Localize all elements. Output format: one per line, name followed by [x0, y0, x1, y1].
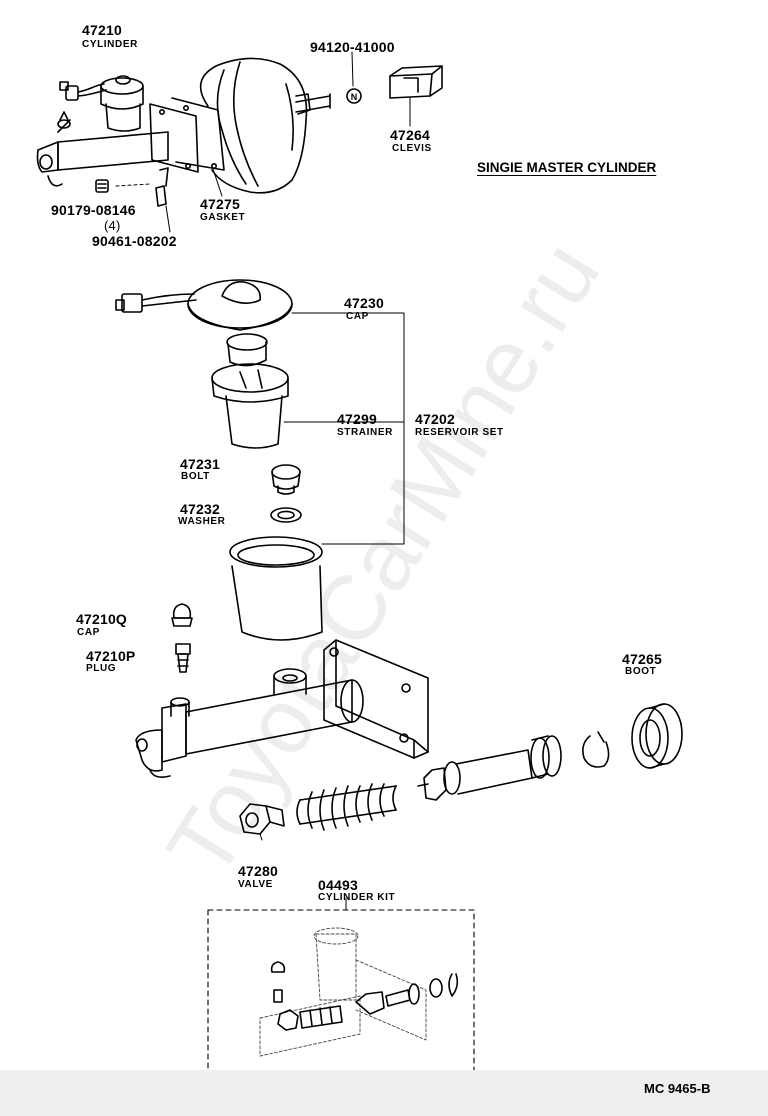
part-name-bolt: BOLT [181, 471, 210, 482]
part-number-47210: 47210 [82, 22, 122, 38]
part-number-47264: 47264 [390, 127, 430, 143]
part-name-cylinder-kit: CYLINDER KIT [318, 892, 396, 903]
part-number-94120-41000: 94120-41000 [310, 39, 395, 55]
part-number-47210Q: 47210Q [76, 611, 128, 627]
part-name-cylinder: CYLINDER [82, 39, 138, 50]
part-name-gasket: GASKET [200, 212, 246, 223]
part-number-47231: 47231 [180, 456, 220, 472]
top-assembly-drawing: N [36, 51, 443, 233]
part-name-plug: PLUG [86, 663, 117, 674]
part-name-washer: WASHER [178, 516, 226, 527]
part-name-clevis: CLEVIS [392, 143, 432, 154]
nut-symbol: N [351, 92, 358, 102]
part-name-valve: VALVE [238, 879, 273, 890]
part-name-cap: CAP [346, 311, 369, 322]
cylinder-kit-drawing [207, 897, 475, 1071]
reservoir-set-drawing [115, 279, 405, 641]
diagram-code: MC 9465-B [644, 1081, 711, 1096]
part-name-reservoir-set: RESERVOIR SET [415, 427, 504, 438]
part-name-strainer: STRAINER [337, 427, 393, 438]
part-number-04493: 04493 [318, 877, 358, 893]
footer-bar [0, 1070, 768, 1116]
main-cylinder-drawing [135, 603, 683, 841]
part-name-boot: BOOT [625, 666, 657, 677]
part-number-47265: 47265 [622, 651, 662, 667]
part-qty-90179: (4) [104, 218, 121, 233]
part-number-90179-08146: 90179-08146 [51, 202, 136, 218]
part-number-47299: 47299 [337, 411, 377, 427]
part-number-47232: 47232 [180, 501, 220, 517]
part-name-cap-2: CAP [77, 627, 100, 638]
part-number-90461-08202: 90461-08202 [92, 233, 177, 249]
part-number-47280: 47280 [238, 863, 278, 879]
part-number-47210P: 47210P [86, 648, 136, 664]
part-number-47202: 47202 [415, 411, 455, 427]
diagram-title: SINGIE MASTER CYLINDER [477, 160, 657, 175]
part-number-47275: 47275 [200, 196, 240, 212]
part-number-47230: 47230 [344, 295, 384, 311]
